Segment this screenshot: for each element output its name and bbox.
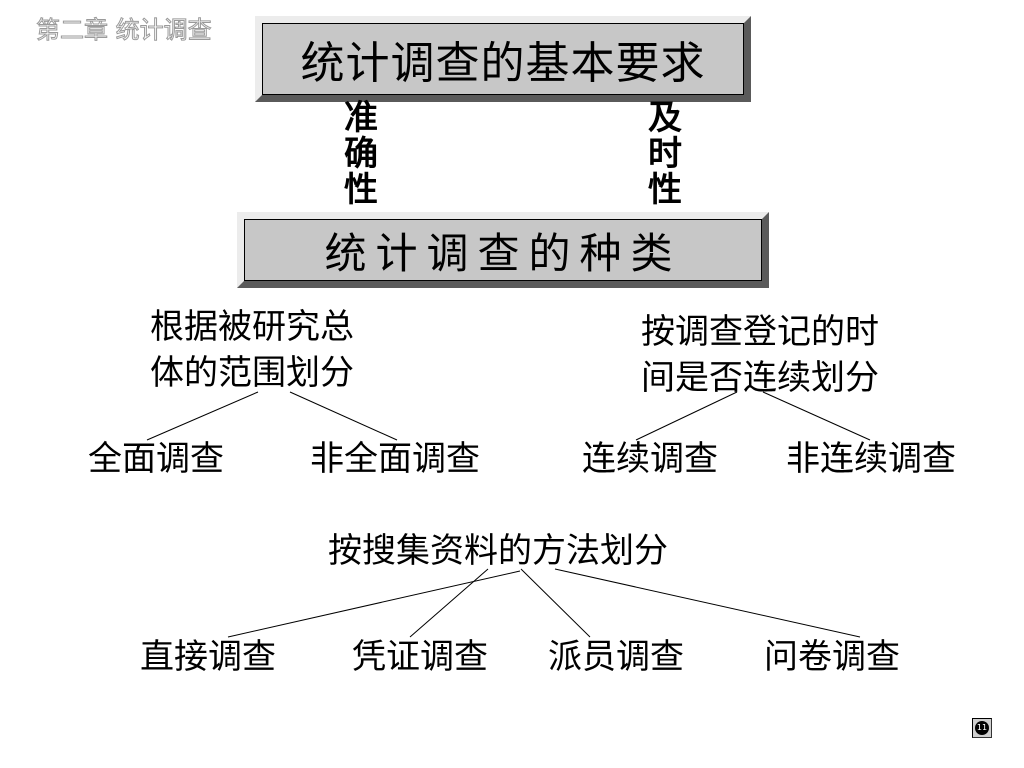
- connector-scope-to-partial: [289, 391, 398, 441]
- method-division-heading: 按搜集资料的方法划分: [328, 531, 668, 571]
- connector-method-to-voucher: [409, 568, 489, 638]
- title-types: 统计调查的种类: [244, 219, 762, 281]
- requirement-timeliness-char-2: 时: [648, 134, 682, 174]
- connector-method-to-direct: [227, 570, 521, 638]
- scope-division-line-1: 根据被研究总: [150, 307, 354, 347]
- page-number-badge[interactable]: 11: [972, 718, 992, 738]
- title-requirements: 统计调查的基本要求: [262, 23, 744, 95]
- page-number: 11: [975, 721, 989, 735]
- connector-time-to-continuous: [635, 391, 738, 441]
- node-voucher-survey: 凭证调查: [352, 637, 488, 677]
- requirement-timeliness-char-1: 及: [648, 98, 682, 138]
- requirement-timeliness-char-3: 性: [648, 170, 682, 210]
- scope-division-heading: 根据被研究总 体的范围划分: [150, 304, 354, 396]
- connector-method-to-dispatch: [520, 568, 591, 638]
- requirement-timeliness: 及 时 性: [645, 100, 685, 208]
- connector-time-to-noncontinuous: [762, 391, 871, 441]
- requirement-accuracy-char-2: 确: [344, 134, 378, 174]
- node-direct-survey: 直接调查: [140, 637, 276, 677]
- node-noncontinuous-survey: 非连续调查: [786, 439, 956, 479]
- title-types-box: 统计调查的种类: [237, 212, 769, 288]
- node-dispatch-survey: 派员调查: [548, 637, 684, 677]
- time-division-line-2: 间是否连续划分: [641, 358, 879, 398]
- scope-division-line-2: 体的范围划分: [150, 353, 354, 393]
- connector-scope-to-full: [146, 391, 259, 441]
- node-partial-survey: 非全面调查: [310, 439, 480, 479]
- requirement-accuracy-char-3: 性: [344, 170, 378, 210]
- title-requirements-box: 统计调查的基本要求: [255, 16, 751, 102]
- node-full-survey: 全面调查: [88, 439, 224, 479]
- node-questionnaire-survey: 问卷调查: [764, 637, 900, 677]
- time-division-line-1: 按调查登记的时: [641, 312, 879, 352]
- chapter-header: 第二章 统计调查: [36, 16, 213, 45]
- node-continuous-survey: 连续调查: [582, 439, 718, 479]
- time-division-heading: 按调查登记的时 间是否连续划分: [641, 309, 879, 401]
- requirement-accuracy: 准 确 性: [341, 100, 381, 208]
- requirement-accuracy-char-1: 准: [344, 98, 378, 138]
- connector-method-to-questionnaire: [554, 568, 861, 638]
